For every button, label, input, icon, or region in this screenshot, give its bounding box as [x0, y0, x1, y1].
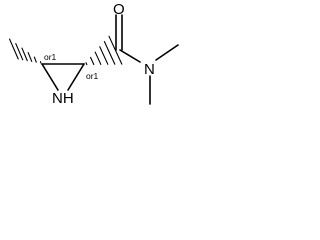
- oxygen-label: O: [113, 1, 125, 18]
- structure-diagram: O N NH or1 or1: [8, 1, 179, 107]
- stereo-label-amide-carbon: or1: [86, 71, 99, 81]
- stereo-label-methyl-carbon: or1: [44, 52, 57, 62]
- hashed-wedge-methyl: [8, 38, 42, 64]
- ring-bond-c3-n: [41, 63, 59, 91]
- hashed-wedge-carbonyl: [85, 35, 123, 66]
- ring-nitrogen-label: NH: [52, 90, 74, 107]
- amide-nitrogen-label: N: [144, 61, 155, 78]
- n-methyl-bond-upper: [155, 44, 179, 61]
- ring-bond-c2-n: [67, 63, 85, 91]
- amide-c-n-bond: [119, 49, 141, 63]
